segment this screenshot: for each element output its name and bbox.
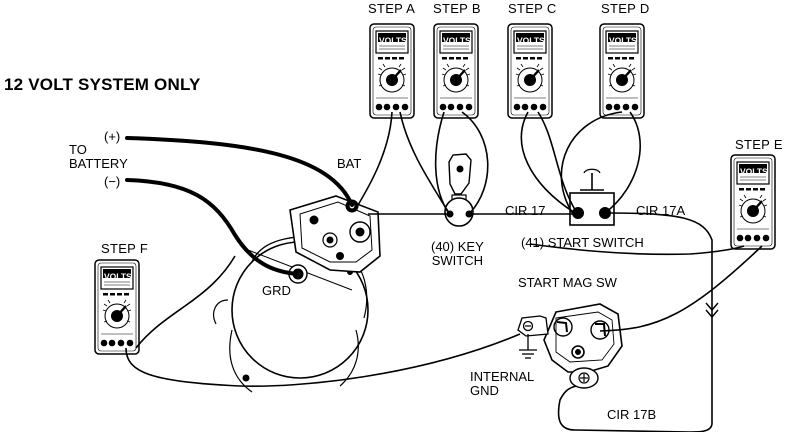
step-f-label: STEP F [101,241,149,256]
cir17a-label: CIR 17A [636,203,686,218]
circuit-wires [125,111,763,432]
step-e-label: STEP E [735,137,783,152]
voltmeter-step-b: VOLTS [432,22,480,120]
voltmeter-step-c: VOLTS [506,22,554,120]
step-c-label: STEP C [508,1,557,16]
starter-motor [213,195,381,393]
voltmeter-step-a: VOLTS [368,22,416,120]
diagram-title: 12 VOLT SYSTEM ONLY [4,75,201,94]
start-switch-label: (41) START SWITCH [521,235,644,250]
step-b-label: STEP B [433,1,481,16]
svg-text:VOLTS: VOLTS [740,167,768,177]
start-mag-sw-label: START MAG SW [518,275,617,290]
svg-text:VOLTS: VOLTS [609,36,637,46]
cir17b-label: CIR 17B [607,407,657,422]
start-switch [569,168,615,226]
bat-terminal-label: BAT [337,156,362,171]
cir17-label: CIR 17 [505,203,546,218]
battery-cables [125,136,354,276]
svg-text:VOLTS: VOLTS [379,36,407,46]
to-battery-label: TO BATTERY [69,142,128,171]
key-switch-label: (40) KEY SWITCH [431,239,484,268]
step-a-label: STEP A [368,1,416,16]
key-switch [444,153,474,227]
voltmeter-step-f: VOLTS [93,258,141,356]
grd-terminal-label: GRD [262,283,291,298]
voltmeter-step-d: VOLTS [598,22,646,120]
negative-terminal-label: (−) [104,174,121,189]
internal-ground-symbol [519,334,537,359]
step-d-label: STEP D [601,1,650,16]
voltmeter-step-e: VOLTS [729,153,777,251]
internal-gnd-label: INTERNAL GND [470,369,535,398]
svg-text:VOLTS: VOLTS [517,36,545,46]
start-mag-switch [517,303,623,389]
positive-terminal-label: (+) [104,129,121,144]
svg-text:VOLTS: VOLTS [443,36,471,46]
svg-text:VOLTS: VOLTS [104,272,132,282]
